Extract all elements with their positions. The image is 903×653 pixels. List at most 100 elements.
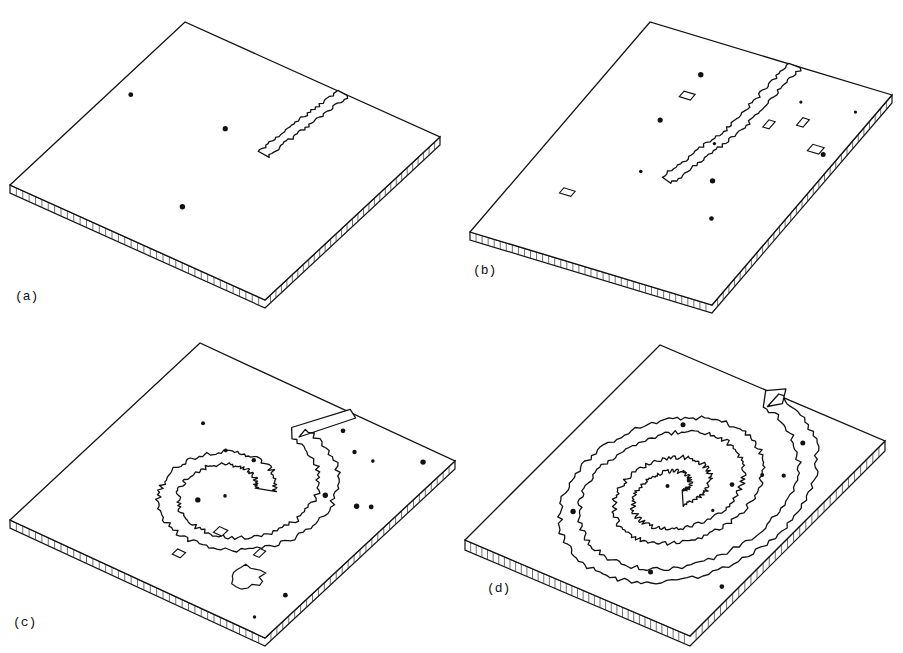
noise-dot: [223, 494, 227, 498]
slab-hatch: [470, 542, 471, 552]
slab-hatch: [661, 624, 662, 634]
slab-hatch: [500, 241, 501, 249]
noise-dot: [720, 584, 725, 589]
slab-hatch: [482, 236, 483, 244]
noise-dot: [341, 428, 346, 433]
noise-dot: [800, 441, 805, 446]
slab-hatch: [860, 465, 861, 475]
panel-label: (a): [14, 290, 39, 303]
slab-hatch: [675, 294, 676, 302]
slab-hatch: [112, 567, 113, 575]
slab-hatch: [524, 248, 525, 256]
slab-hatch: [628, 610, 629, 620]
slab-hatch: [493, 552, 494, 562]
noise-dot: [224, 448, 228, 452]
slab-hatch: [137, 243, 138, 251]
excited-patch: [559, 188, 575, 197]
slab-hatch: [560, 581, 561, 591]
slab-hatch: [131, 240, 132, 248]
slab-hatch: [105, 564, 106, 572]
slab-hatch: [584, 267, 585, 275]
slab-hatch: [714, 612, 715, 622]
slab-hatch: [591, 269, 592, 277]
slab-hatch: [245, 291, 246, 299]
slab-hatch: [131, 576, 132, 584]
noise-dot: [713, 142, 716, 145]
slab-hatch: [220, 617, 221, 625]
slab-hatch: [163, 591, 164, 599]
slab-hatch: [811, 514, 812, 524]
slab-hatch: [175, 260, 176, 268]
slab-hatch: [799, 526, 800, 536]
noise-dot: [782, 474, 786, 478]
slab-hatch: [245, 629, 246, 637]
noise-dot: [354, 504, 359, 509]
slab-hatch: [16, 523, 17, 531]
slab-hatch: [105, 228, 106, 236]
slab-hatch: [137, 579, 138, 587]
slab-hatch: [99, 561, 100, 569]
slab-hatch: [848, 478, 849, 488]
slab-hatch: [207, 274, 208, 282]
slab-hatch: [194, 606, 195, 614]
slab-hatch: [29, 529, 30, 537]
slab-hatch: [188, 603, 189, 611]
excited-patch: [172, 549, 185, 558]
slab-hatch: [99, 225, 100, 233]
slab-hatch: [86, 555, 87, 563]
excited-patch: [213, 527, 228, 537]
slab-hatch: [554, 258, 555, 266]
slab-hatch: [156, 251, 157, 259]
slab-hatch: [824, 502, 825, 512]
slab-hatch: [663, 290, 664, 298]
slab-hatch: [657, 289, 658, 297]
slab-hatch: [22, 191, 23, 199]
slab-hatch: [681, 296, 682, 304]
slab-hatch: [92, 222, 93, 230]
slab-hatch: [684, 634, 685, 644]
slab-hatch: [118, 234, 119, 242]
slab-hatch: [878, 447, 879, 457]
slab-hatch: [787, 539, 788, 549]
slab-hatch: [732, 593, 733, 603]
excited-blob: [232, 564, 266, 589]
slab-hatch: [542, 254, 543, 262]
slab-hatch: [750, 575, 751, 585]
slab-hatch: [611, 602, 612, 612]
slab-hatch: [258, 297, 259, 305]
noise-dot: [283, 593, 288, 598]
slab-hatch: [696, 630, 697, 640]
slab-hatch: [182, 600, 183, 608]
panel-label: (d): [486, 582, 511, 595]
slab-hatch: [48, 202, 49, 210]
noise-dot: [195, 497, 200, 502]
slab-hatch: [163, 254, 164, 262]
slab-hatch: [560, 259, 561, 267]
slab-hatch: [488, 237, 489, 245]
slab-hatch: [169, 257, 170, 265]
slab-hatch: [842, 484, 843, 494]
slab-hatch: [526, 566, 527, 576]
slab-hatch: [616, 605, 617, 615]
slab-hatch: [757, 569, 758, 579]
slab-hatch: [521, 564, 522, 574]
noise-dot: [666, 484, 670, 488]
slab-hatch: [252, 632, 253, 640]
noise-dot: [323, 493, 328, 498]
slab-hatch: [41, 535, 42, 543]
slab-hatch: [476, 545, 477, 555]
slab-hatch: [872, 453, 873, 463]
slab-hatch: [621, 278, 622, 286]
slab-hatch: [188, 266, 189, 274]
slab-hatch: [578, 265, 579, 273]
slab-hatch: [708, 618, 709, 628]
noise-dot: [639, 170, 643, 174]
excited-patch: [679, 91, 695, 100]
slab-hatch: [510, 559, 511, 569]
slab-hatch: [548, 256, 549, 264]
slab-hatch: [35, 197, 36, 205]
noise-dot: [760, 473, 764, 477]
slab-hatch: [571, 586, 572, 596]
noise-dot: [648, 569, 653, 574]
